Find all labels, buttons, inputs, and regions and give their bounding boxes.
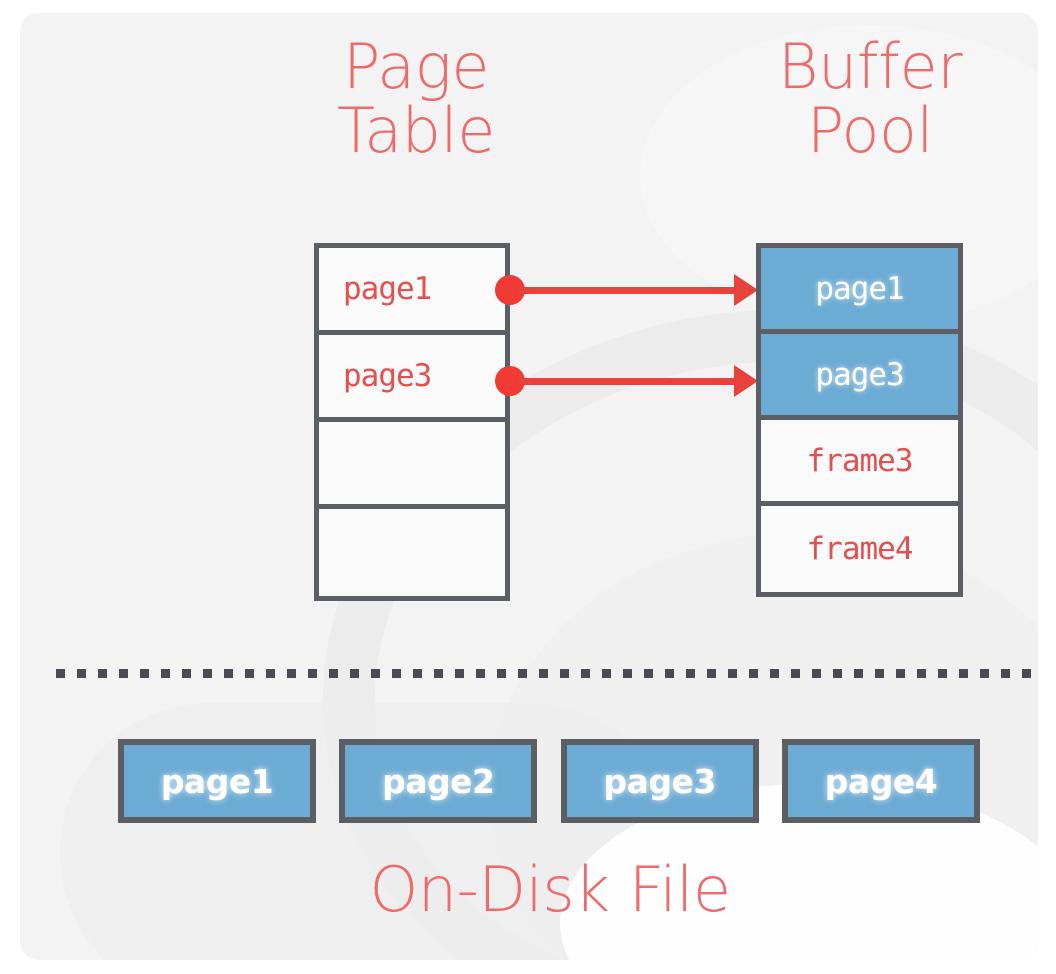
buffer-pool-frame-label: page3 xyxy=(815,356,904,393)
buffer-pool-frame-label: page1 xyxy=(815,270,904,307)
arrow-head-icon xyxy=(734,365,758,397)
buffer-pool-frame: page1 xyxy=(761,248,958,334)
page-table: page1 page3 xyxy=(314,243,510,601)
page-table-row xyxy=(319,509,505,596)
disk-block: page1 xyxy=(118,739,316,823)
disk-block: page3 xyxy=(560,739,759,823)
buffer-pool-frame: frame4 xyxy=(761,506,958,592)
on-disk-file-blocks: page1 page2 page3 page4 xyxy=(118,739,980,823)
page-table-row: page3 xyxy=(319,335,505,422)
diagram-panel: Page Table Buffer Pool page1 page3 xyxy=(20,13,1038,960)
on-disk-file-caption: On-Disk File xyxy=(369,853,731,926)
buffer-pool-frame: frame3 xyxy=(761,420,958,506)
disk-block: page4 xyxy=(781,739,980,823)
page-table-title: Page Table xyxy=(337,30,495,167)
disk-block-label: page2 xyxy=(382,761,495,801)
arrow-head-icon xyxy=(734,274,758,306)
arrow-line xyxy=(518,378,746,385)
arrow-line xyxy=(518,287,746,294)
disk-block-label: page3 xyxy=(603,761,716,801)
buffer-pool-frame-label: frame3 xyxy=(806,442,914,479)
page-table-row-label: page1 xyxy=(343,271,432,307)
page-table-row xyxy=(319,422,505,509)
buffer-pool: page1 page3 frame3 frame4 xyxy=(756,243,963,597)
buffer-pool-frame: page3 xyxy=(761,334,958,420)
disk-block: page2 xyxy=(339,739,538,823)
buffer-pool-title: Buffer Pool xyxy=(777,30,963,167)
page-table-row: page1 xyxy=(319,248,505,335)
buffer-pool-frame-label: frame4 xyxy=(806,531,914,567)
page-table-row-label: page3 xyxy=(343,358,432,394)
memory-disk-separator xyxy=(56,669,1038,678)
disk-block-label: page4 xyxy=(824,761,938,801)
disk-block-label: page1 xyxy=(160,761,274,801)
